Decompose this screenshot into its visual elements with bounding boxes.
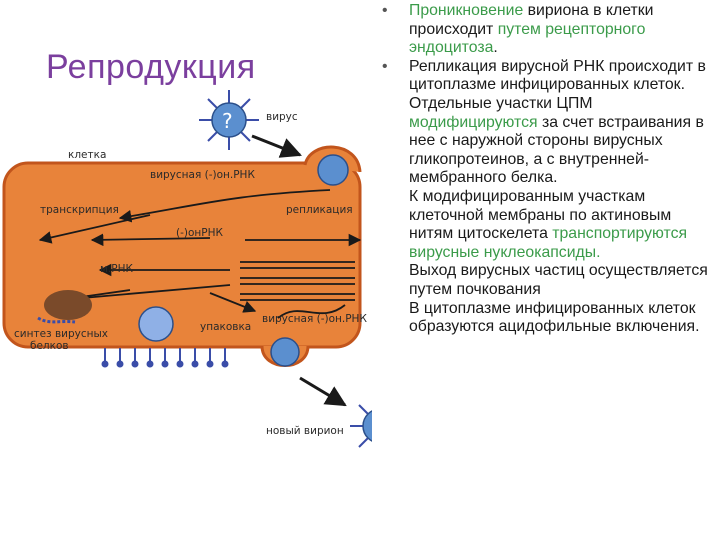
- paragraph-budding: Выход вирусных частиц осуществляется пут…: [372, 262, 717, 299]
- label-mrna: м.РНК: [100, 263, 133, 275]
- process-arrows: [38, 189, 362, 319]
- p1-span-0: Проникновение: [409, 2, 524, 19]
- paragraph-inclusions: В цитоплазме инфицированных клеток образ…: [372, 300, 717, 337]
- p4-span-0: К модифицированным участкам клеточной ме…: [409, 187, 672, 243]
- paragraph-replication: • Репликация вирусной РНК происходит в ц…: [372, 58, 717, 95]
- p1-span-3: .: [493, 39, 498, 57]
- label-cell: клетка: [68, 149, 106, 161]
- svg-text:?: ?: [222, 109, 233, 133]
- p2-text: Репликация вирусной РНК происходит в цит…: [409, 57, 706, 94]
- p3-span-0: Отдельные участки ЦПМ: [409, 94, 593, 112]
- paragraph-penetration: • Проникновение вириона в клетки происхо…: [372, 2, 717, 58]
- nucleocapsid-icon: [138, 306, 174, 342]
- bullet-icon: •: [382, 2, 388, 19]
- label-neg-rna: (-)онРНК: [176, 227, 223, 239]
- label-viral-rna: вирусная (-)он.РНК: [150, 169, 255, 181]
- label-viral-rna-2: вирусная (-)он.РНК: [262, 313, 367, 325]
- label-new-virion: новый вирион: [266, 425, 344, 437]
- virus-icon: ?: [199, 90, 259, 150]
- label-transcription: транскрипция: [40, 204, 119, 216]
- p5-text: Выход вирусных частиц осуществляется пут…: [409, 262, 708, 298]
- paragraph-transport: К модифицированным участкам клеточной ме…: [372, 188, 717, 262]
- bullet-icon: •: [382, 57, 388, 75]
- label-virus: вирус: [266, 111, 298, 123]
- new-virion-icon: ?: [350, 404, 372, 448]
- budding-virion-icon: [270, 337, 300, 367]
- label-protein-synthesis-1: синтез вирусных: [14, 328, 108, 340]
- label-replication: репликация: [286, 204, 353, 216]
- description-text: • Проникновение вириона в клетки происхо…: [372, 2, 717, 337]
- p1-span-2: путем рецепторного эндоцитоза: [409, 20, 646, 57]
- virus-reproduction-diagram: ? ?: [2, 90, 372, 448]
- paragraph-modification: Отдельные участки ЦПМ модифицируются за …: [372, 95, 717, 188]
- p4-span-1: транспортируются вирусные нуклеокапсиды.: [409, 225, 688, 261]
- p3-span-2: за счет встраивания в нее с наружной сто…: [409, 113, 704, 187]
- slide-title: Репродукция: [46, 48, 256, 86]
- p3-span-1: модифицируются: [409, 113, 538, 131]
- ribosome-icon: [37, 290, 92, 324]
- label-packaging: упаковка: [200, 321, 251, 333]
- p6-text: В цитоплазме инфицированных клеток образ…: [409, 299, 700, 336]
- entering-virion-icon: [317, 154, 349, 186]
- membrane-receptors: [101, 348, 229, 368]
- p1-span-1: вириона в клетки происходит: [409, 2, 654, 38]
- label-protein-synthesis-2: белков: [30, 340, 69, 352]
